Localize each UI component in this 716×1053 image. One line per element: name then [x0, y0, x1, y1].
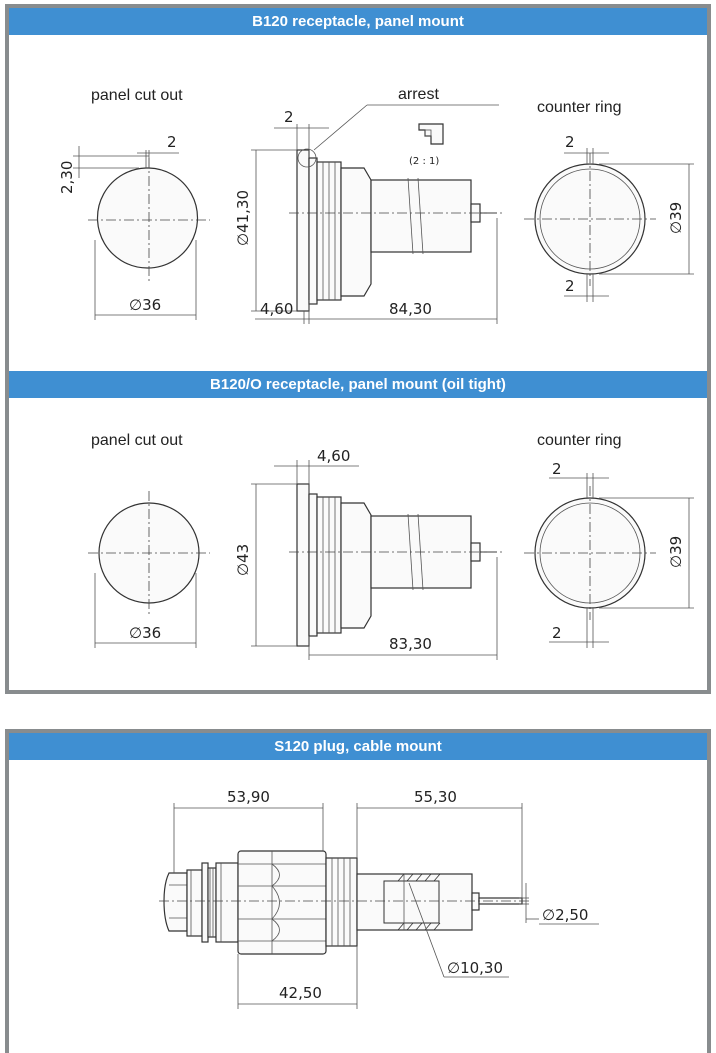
b120-cutout-circle [96, 167, 199, 269]
receptacle-panel: B120 receptacle, panel mount B120/O rece… [5, 4, 711, 694]
s120-left-length-dim: 53,90 [227, 788, 270, 806]
b120o-header: B120/O receptacle, panel mount (oil tigh… [9, 371, 707, 398]
s120-sleeve [356, 873, 473, 931]
b120o-counter-ring-label: counter ring [537, 432, 622, 449]
s120-header: S120 plug, cable mount [9, 733, 707, 760]
b120-cutout-dia-dim: ∅36 [129, 296, 161, 314]
plug-panel: S120 plug, cable mount [5, 729, 711, 1053]
b120-cutout-offset-dim: 2 [167, 133, 177, 151]
b120-body-dia-dim: ∅41,30 [234, 190, 252, 246]
b120o-body-dia-dim: ∅43 [234, 544, 252, 576]
b120-arrest-detail: (2 : 1) [409, 123, 444, 167]
s120-right-length-dim: 55,30 [414, 788, 457, 806]
b120o-flange [296, 483, 310, 647]
b120o-cutout-dia-dim: ∅36 [129, 624, 161, 642]
b120-header: B120 receptacle, panel mount [9, 8, 707, 35]
b120-cutout-height-dim: 2,30 [58, 161, 76, 194]
b120o-flange-thick-dim: 4,60 [317, 447, 350, 465]
b120-flange-gap-dim: 2 [284, 108, 294, 126]
s120-drawing: 53,90 55,30 ∅2,50 ∅10,30 42,50 [159, 788, 599, 1009]
b120-arrest-label: arrest [398, 86, 439, 103]
b120-ring-gap-top-dim: 2 [565, 133, 575, 151]
b120o-ring-gap-bottom-dim: 2 [552, 624, 562, 642]
b120-panel-cut-out-label: panel cut out [91, 87, 183, 104]
b120o-ring-dia-dim: ∅39 [667, 536, 685, 568]
b120o-panel-cut-out-label: panel cut out [91, 432, 183, 449]
b120-flange [296, 149, 310, 312]
receptacle-drawings: panel cut out 2 2,30 ∅36 arrest [58, 86, 694, 660]
s120-cable-gland [163, 872, 188, 932]
b120-flange-thick-dim: 4,60 [260, 300, 293, 318]
svg-text:(2 : 1): (2 : 1) [409, 156, 439, 167]
b120-length-dim: 84,30 [389, 300, 432, 318]
b120-ring-gap-bottom-dim: 2 [565, 277, 575, 295]
b120o-drawing: panel cut out ∅36 4,60 [88, 432, 694, 660]
s120-coupling-nut [237, 850, 327, 955]
b120-counter-ring-label: counter ring [537, 99, 622, 116]
s120-sleeve-dia-dim: ∅10,30 [447, 959, 503, 977]
s120-nut-length-dim: 42,50 [279, 984, 322, 1002]
s120-sleeve-hatch [397, 873, 441, 931]
b120-drawing: panel cut out 2 2,30 ∅36 arrest [58, 86, 694, 324]
b120-arrest-circle [297, 148, 317, 168]
b120-sleeve [370, 179, 472, 253]
b120-ring-dia-dim: ∅39 [667, 202, 685, 234]
b120o-length-dim: 83,30 [389, 635, 432, 653]
s120-pin-dia-dim: ∅2,50 [542, 906, 588, 924]
b120o-ring-gap-top-dim: 2 [552, 460, 562, 478]
